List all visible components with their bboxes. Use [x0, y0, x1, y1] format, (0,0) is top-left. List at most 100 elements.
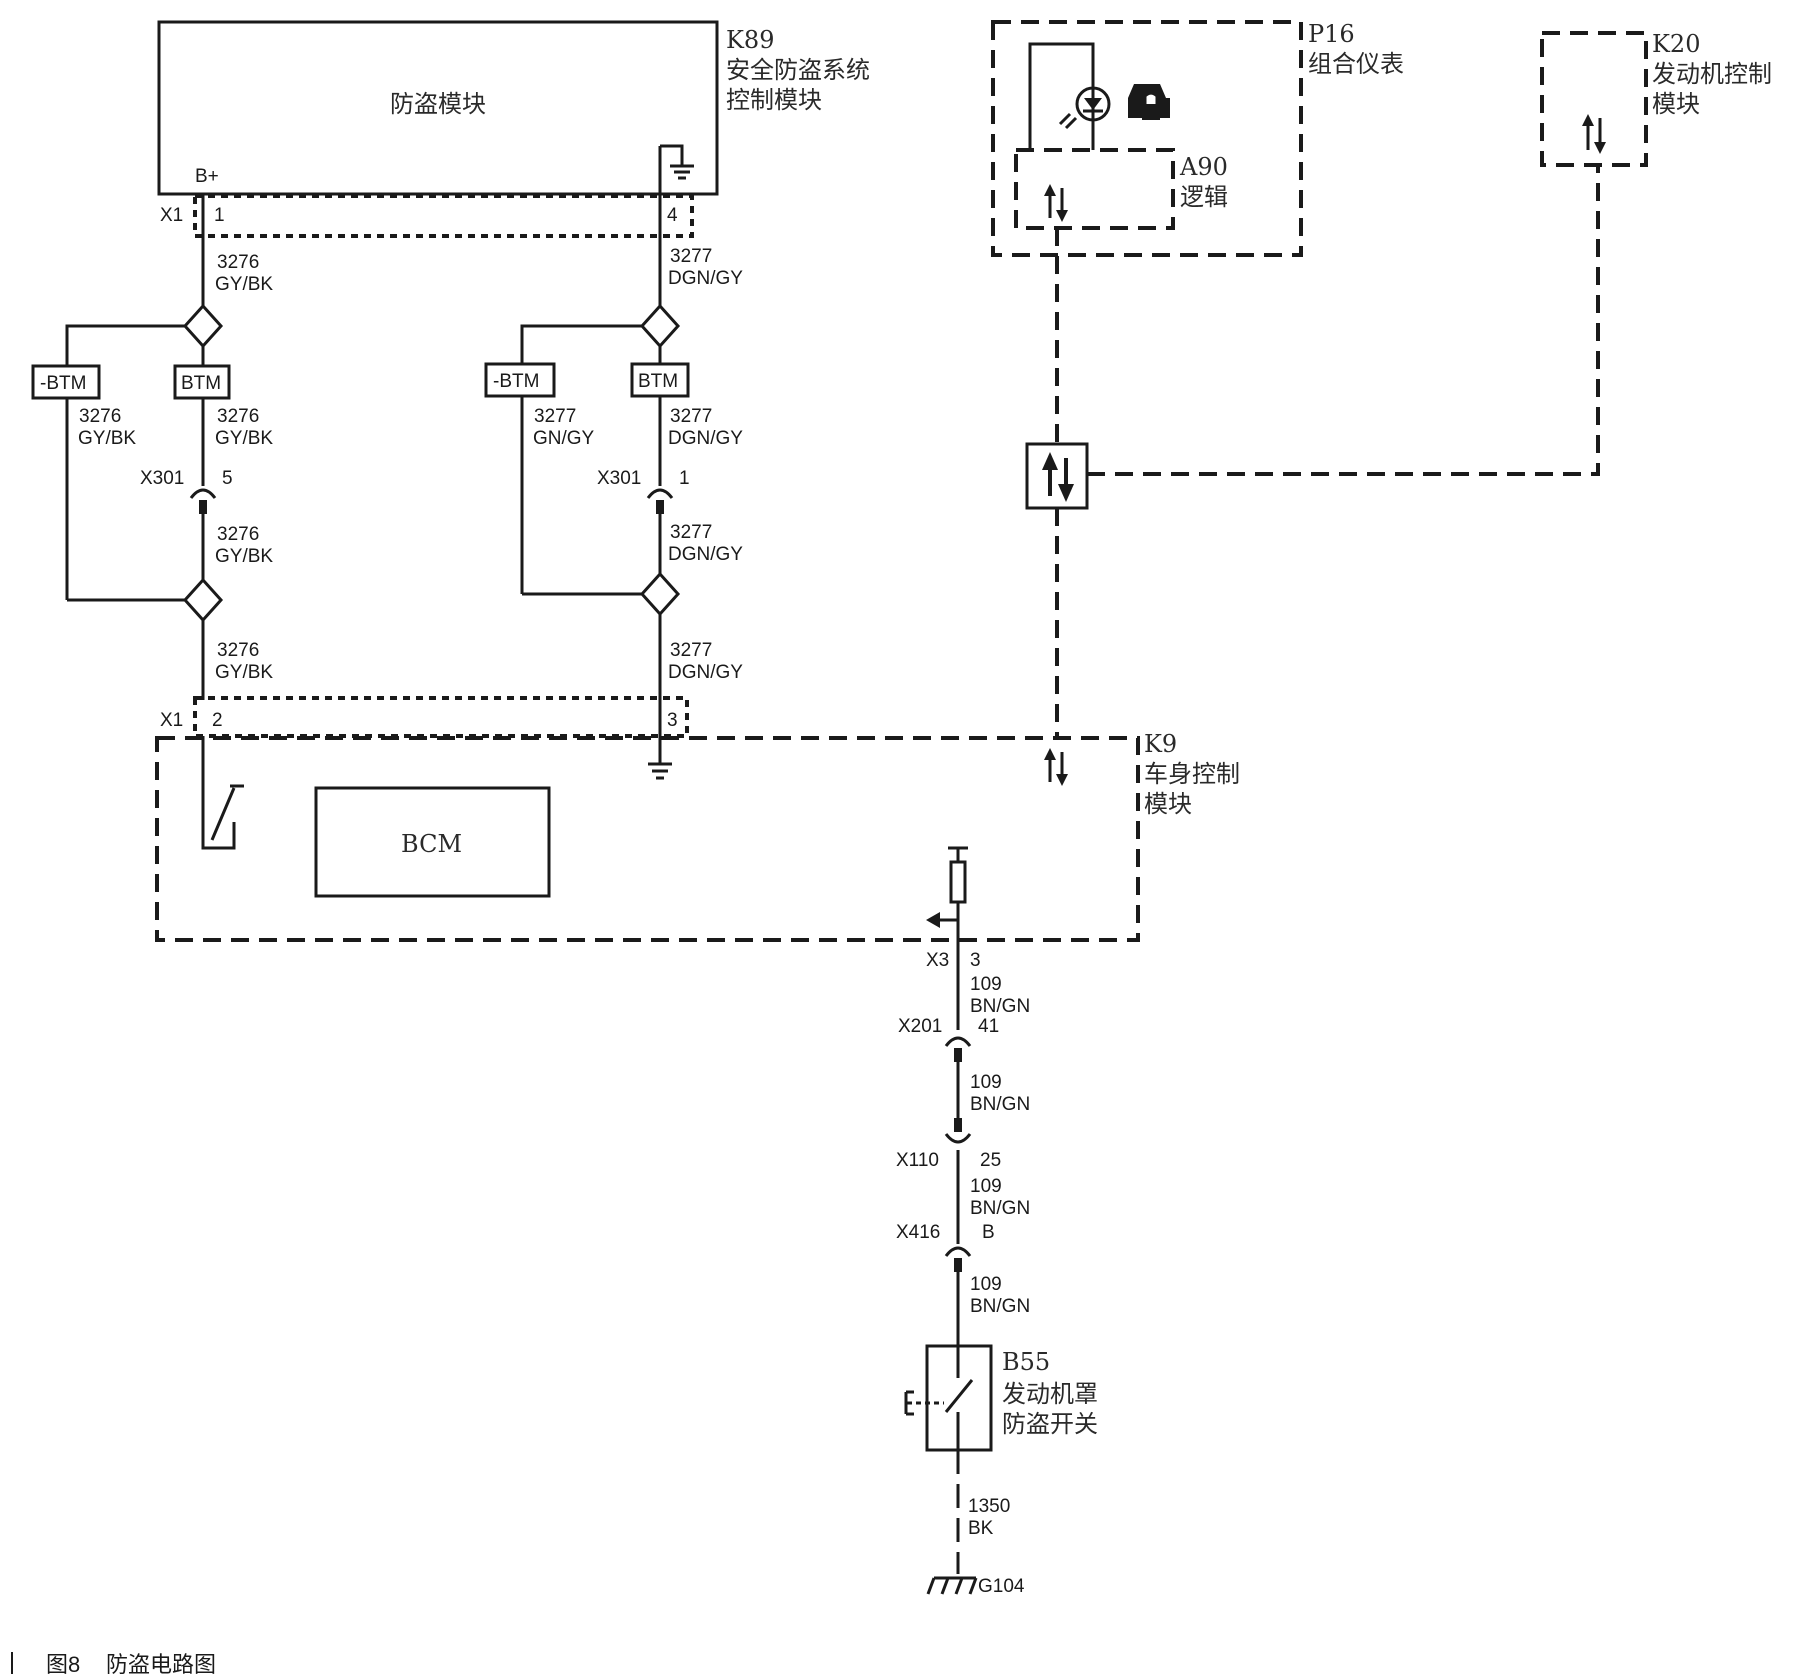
splice-diamond: [182, 303, 224, 349]
wire-109-code-1: 109: [970, 974, 1002, 995]
k20-ref: K20: [1652, 30, 1700, 58]
pin-x3-label: 3: [970, 950, 981, 971]
b55-name-line2: 防盗开关: [1002, 1410, 1098, 1438]
b55-name-line1: 发动机罩: [1002, 1380, 1098, 1408]
k20-name-line1: 发动机控制: [1652, 60, 1772, 88]
x1-top-connector-outline: [193, 194, 694, 238]
wire-109-code-4: 109: [970, 1274, 1002, 1295]
wire-109-color-3: BN/GN: [970, 1198, 1030, 1219]
wire-3277-code-1: 3277: [670, 246, 712, 267]
x301-left-label: X301: [140, 468, 184, 489]
k9-name-line2: 模块: [1144, 790, 1192, 818]
indicator-lamp-icon: [1058, 86, 1111, 130]
wire-109-code-2: 109: [970, 1072, 1002, 1093]
serial-data-bus: [1025, 165, 1600, 738]
wire-3276-code-3: 3276: [217, 524, 259, 545]
k20-data-arrows-icon: [1582, 114, 1606, 154]
wire-3277-color-1: DGN/GY: [668, 268, 743, 289]
wire-1350-circuit: 1350 BK G104: [926, 1450, 1025, 1597]
wire-3277-color-neg: GN/GY: [533, 428, 595, 449]
k9-name-line1: 车身控制: [1144, 760, 1240, 788]
security-car-lock-icon: [1128, 84, 1170, 120]
wire-109-color-1: BN/GN: [970, 996, 1030, 1017]
pin-1-label: 1: [214, 205, 225, 226]
k89-name-line2: 控制模块: [726, 86, 822, 114]
pin-3-label: 3: [667, 710, 678, 731]
data-bus-splice-box: [1025, 442, 1089, 510]
figure-number: 图8: [46, 1652, 80, 1677]
p16-ref: P16: [1308, 20, 1355, 48]
x110-label: X110: [896, 1150, 939, 1171]
bcm-box: [314, 786, 551, 898]
neg-btm-label: -BTM: [493, 371, 539, 392]
x1-bottom-label: X1: [160, 710, 183, 731]
wire-3277-code-2: 3277: [670, 406, 712, 427]
wire-3276-code-2: 3276: [217, 406, 259, 427]
x1-top-label: X1: [160, 205, 183, 226]
wire-3277-code-neg: 3277: [534, 406, 576, 427]
a90-ref: A90: [1179, 153, 1228, 181]
k89-inner-label: 防盗模块: [390, 90, 486, 118]
pin-x110-label: 25: [980, 1150, 1001, 1171]
splice-diamond: [639, 571, 681, 617]
bus-data-arrows-icon: [1042, 452, 1074, 502]
wire-1350-color: BK: [968, 1518, 994, 1539]
wire-3277-code-4: 3277: [670, 640, 712, 661]
figure-title: 防盗电路图: [106, 1652, 216, 1677]
k20-name-line2: 模块: [1652, 90, 1700, 118]
x301-right-label: X301: [597, 468, 641, 489]
p16-module: P16 组合仪表 A90 逻辑: [991, 20, 1404, 257]
x201-label: X201: [898, 1016, 942, 1037]
wire-109-color-2: BN/GN: [970, 1094, 1030, 1115]
k89-module: 防盗模块 B+ K89 安全防盗系统 控制模块: [157, 20, 870, 196]
pin-2-label: 2: [212, 710, 223, 731]
neg-btm-box: [484, 362, 556, 398]
wire-3276-color-2: GY/BK: [215, 428, 273, 449]
wire-3277-code-3: 3277: [670, 522, 712, 543]
wire-3276-code-1: 3276: [217, 252, 259, 273]
b55-hood-switch: B55 发动机罩 防盗开关: [904, 1344, 1098, 1452]
k9-data-arrows-icon: [1044, 748, 1068, 786]
k9-internal-switch-icon: [201, 736, 244, 850]
k89-ref: K89: [726, 26, 774, 54]
x416-label: X416: [896, 1222, 940, 1243]
wire-109-color-4: BN/GN: [970, 1296, 1030, 1317]
pin-x201-label: 41: [978, 1016, 999, 1037]
k9-module: BCM K9 车身控制 模块: [155, 730, 1240, 960]
btm-label: BTM: [181, 373, 221, 394]
wire-3276-color-3: GY/BK: [215, 546, 273, 567]
wire-3277-circuit: 3277 DGN/GY -BTM BTM 3277 GN/GY 3277 DGN…: [484, 146, 743, 780]
p16-name: 组合仪表: [1308, 50, 1404, 78]
wire-1350-code: 1350: [968, 1496, 1010, 1517]
bcm-label: BCM: [401, 830, 462, 858]
wire-3276-code-neg: 3276: [79, 406, 121, 427]
wire-3277-color-3: DGN/GY: [668, 544, 743, 565]
wire-3276-color-1: GY/BK: [215, 274, 273, 295]
pin-5-label: 5: [222, 468, 233, 489]
wire-3276-color-4: GY/BK: [215, 662, 273, 683]
wire-109-code-3: 109: [970, 1176, 1002, 1197]
wire-3277-color-2: DGN/GY: [668, 428, 743, 449]
k89-bplus-label: B+: [195, 166, 219, 187]
btm-label: BTM: [638, 371, 678, 392]
k89-ground-icon: [660, 144, 694, 180]
k9-ground-icon: [648, 748, 672, 780]
g104-ground-icon: [926, 1576, 978, 1595]
wire-3276-code-4: 3276: [217, 640, 259, 661]
a90-data-arrows-icon: [1044, 184, 1068, 222]
pin-x301-1-label: 1: [679, 468, 690, 489]
wire-3276-color-neg: GY/BK: [78, 428, 136, 449]
k9-input-resistor-icon: [926, 846, 968, 960]
x3-label: X3: [926, 950, 949, 971]
k89-name-line1: 安全防盗系统: [726, 56, 870, 84]
g104-label: G104: [978, 1576, 1025, 1597]
wire-3276-circuit: 3276 GY/BK -BTM BTM 3276 GY/BK 3276 GY/B…: [31, 194, 273, 700]
k20-module: K20 发动机控制 模块: [1540, 30, 1772, 167]
wire-109-circuit: X3 3 109 BN/GN X201 41 109 BN/GN X110 25…: [896, 940, 1030, 1346]
a90-logic-box: [1014, 148, 1175, 230]
k9-ref: K9: [1144, 730, 1177, 758]
splice-diamond: [639, 303, 681, 349]
neg-btm-label: -BTM: [40, 373, 86, 394]
x1-bottom-connector-outline: [193, 696, 689, 738]
